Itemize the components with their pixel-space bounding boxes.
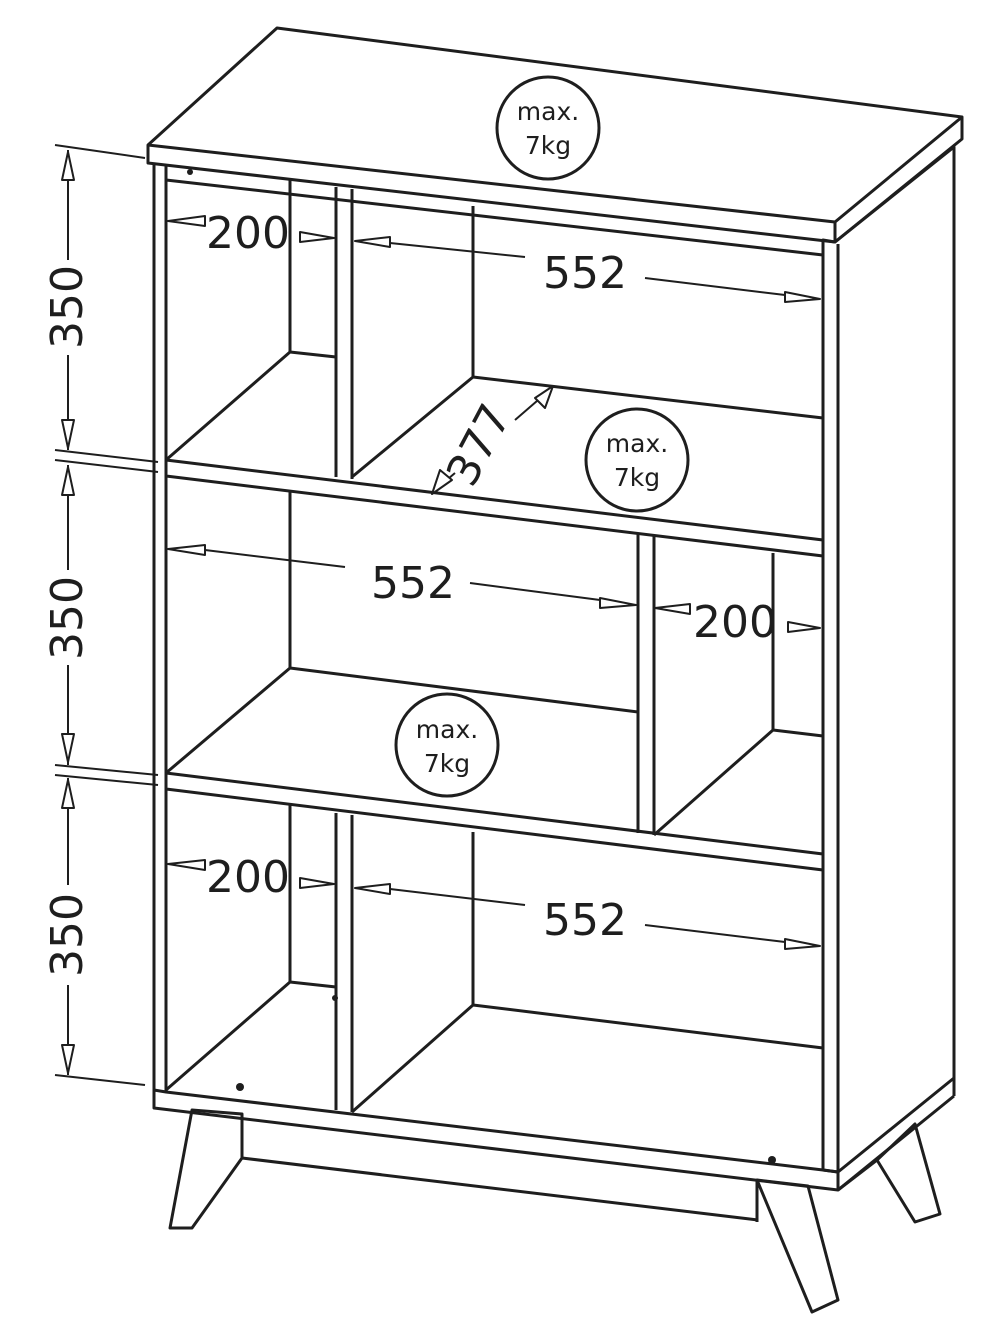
max-load-badge-top: max. 7kg xyxy=(495,75,601,181)
dimension-row3-right-width: 552 xyxy=(543,895,627,946)
dimension-height-bottom: 350 xyxy=(42,893,93,977)
row3-width-arrows xyxy=(167,859,821,950)
badge-top-line2: 7kg xyxy=(525,131,571,160)
dividers xyxy=(288,180,775,1112)
dimension-row3-left-width: 200 xyxy=(206,852,290,903)
dimension-height-top: 350 xyxy=(42,265,93,349)
row1-width-arrows xyxy=(167,215,821,303)
badge-upper-line1: max. xyxy=(606,429,668,458)
badge-upper-line2: 7kg xyxy=(614,463,660,492)
row2-width-arrows xyxy=(167,544,821,633)
dimension-row1-left-width: 200 xyxy=(206,208,290,259)
height-dimension-lines xyxy=(54,144,159,1086)
max-load-badge-upper-shelf: max. 7kg xyxy=(584,407,690,513)
screw-dots xyxy=(187,169,776,1164)
shelf-upper xyxy=(164,350,825,558)
legs xyxy=(168,1108,942,1314)
badge-top-line1: max. xyxy=(517,97,579,126)
shelf-middle xyxy=(164,666,825,872)
dimension-row1-right-width: 552 xyxy=(543,248,627,299)
max-load-badge-middle-shelf: max. 7kg xyxy=(394,692,500,798)
dimension-row2-left-width: 552 xyxy=(371,558,455,609)
badge-middle-line2: 7kg xyxy=(424,749,470,778)
depth-arrows xyxy=(431,385,554,495)
dimension-height-middle: 350 xyxy=(42,576,93,660)
dimension-row2-right-width: 200 xyxy=(693,597,777,648)
badge-middle-line1: max. xyxy=(416,715,478,744)
shelf-bottom xyxy=(165,980,824,1114)
